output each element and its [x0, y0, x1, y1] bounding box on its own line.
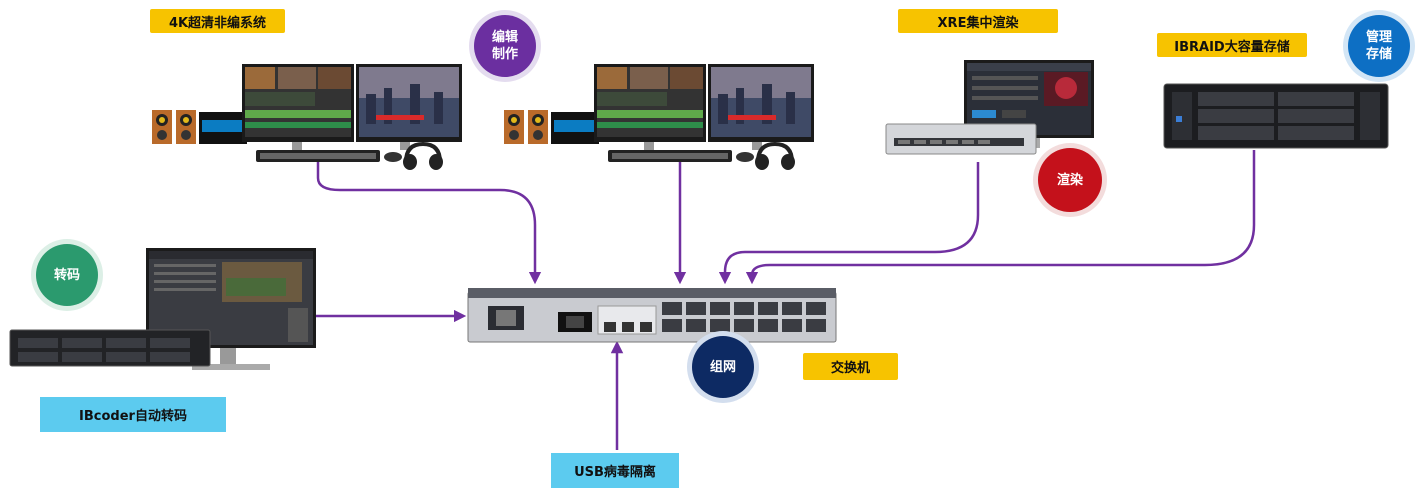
badge-network: 组网 [692, 336, 754, 398]
label-ibraid-storage: IBRAID大容量存储 [1157, 33, 1307, 57]
network-switch [467, 288, 837, 343]
badge-transcode-text: 转码 [53, 267, 80, 283]
editing-workstation-2 [504, 64, 814, 170]
link-xre-switch [718, 162, 980, 285]
badge-manage-line2: 存储 [1365, 47, 1392, 62]
label-editing-system: 4K超清非编系统 [150, 9, 285, 33]
badge-network-text: 组网 [709, 359, 736, 375]
label-ibcoder: IBcoder自动转码 [40, 397, 226, 432]
xre-render-server [885, 60, 1094, 155]
label-usb-antivirus: USB病毒隔离 [551, 453, 679, 488]
badge-edit-line1: 编辑 [491, 30, 518, 45]
label-switch: 交换机 [803, 353, 898, 380]
ibcoder-transcoder [9, 248, 316, 370]
badge-render: 渲染 [1038, 148, 1102, 212]
badge-transcode: 转码 [36, 244, 98, 306]
link-editing1-switch [316, 162, 542, 285]
editing-workstation-1 [152, 64, 462, 170]
badge-manage-storage: 管理 存储 [1348, 15, 1410, 77]
link-storage-switch [745, 150, 1256, 285]
badge-manage-line1: 管理 [1365, 30, 1392, 45]
badge-edit-line2: 制作 [491, 47, 518, 62]
label-xre-render: XRE集中渲染 [898, 9, 1058, 33]
ibraid-storage-array [1163, 83, 1389, 149]
badge-edit: 编辑 制作 [474, 15, 536, 77]
badge-render-text: 渲染 [1056, 172, 1083, 188]
